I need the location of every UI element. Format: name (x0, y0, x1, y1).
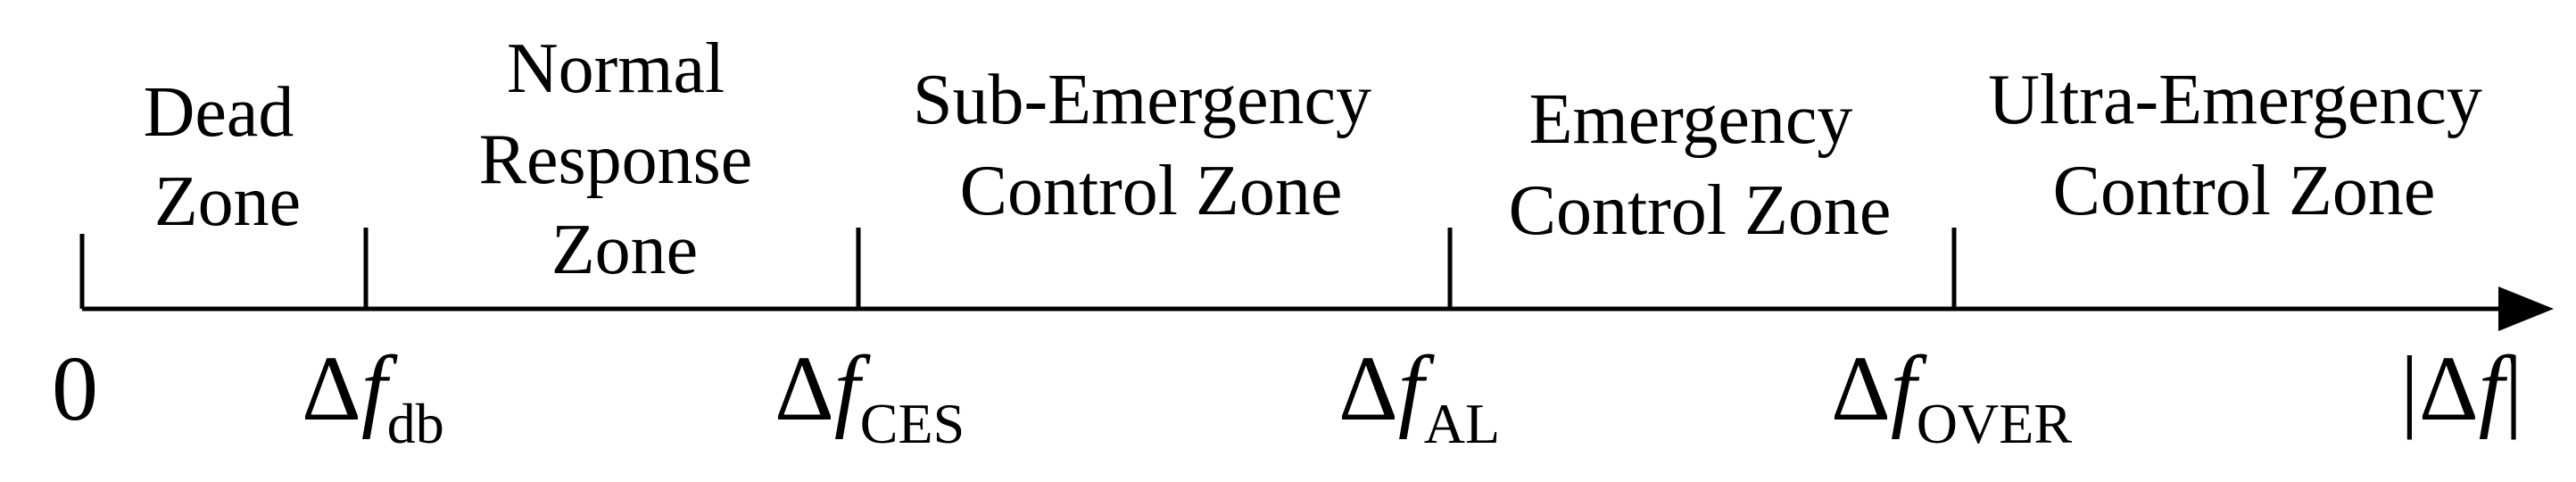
zone-label-normal-response: Normal Response Zone (479, 29, 771, 289)
zone-label-dead: Dead Zone (144, 73, 312, 241)
threshold-label-over: ΔfOVER (1831, 337, 2072, 455)
threshold-label-db: Δfdb (302, 337, 444, 455)
axis-variable-label: |Δf| (2400, 337, 2522, 440)
zone-label-sub-emergency: Sub-Emergency Control Zone (913, 61, 1389, 230)
threshold-label-ces: ΔfCES (774, 337, 965, 455)
zone-label-emergency: Emergency Control Zone (1509, 80, 1892, 250)
threshold-label-al: ΔfAL (1338, 337, 1500, 455)
origin-label: 0 (52, 337, 98, 440)
zone-label-ultra-emergency: Ultra-Emergency Control Zone (1988, 61, 2500, 230)
axis-arrowhead (2498, 287, 2554, 331)
